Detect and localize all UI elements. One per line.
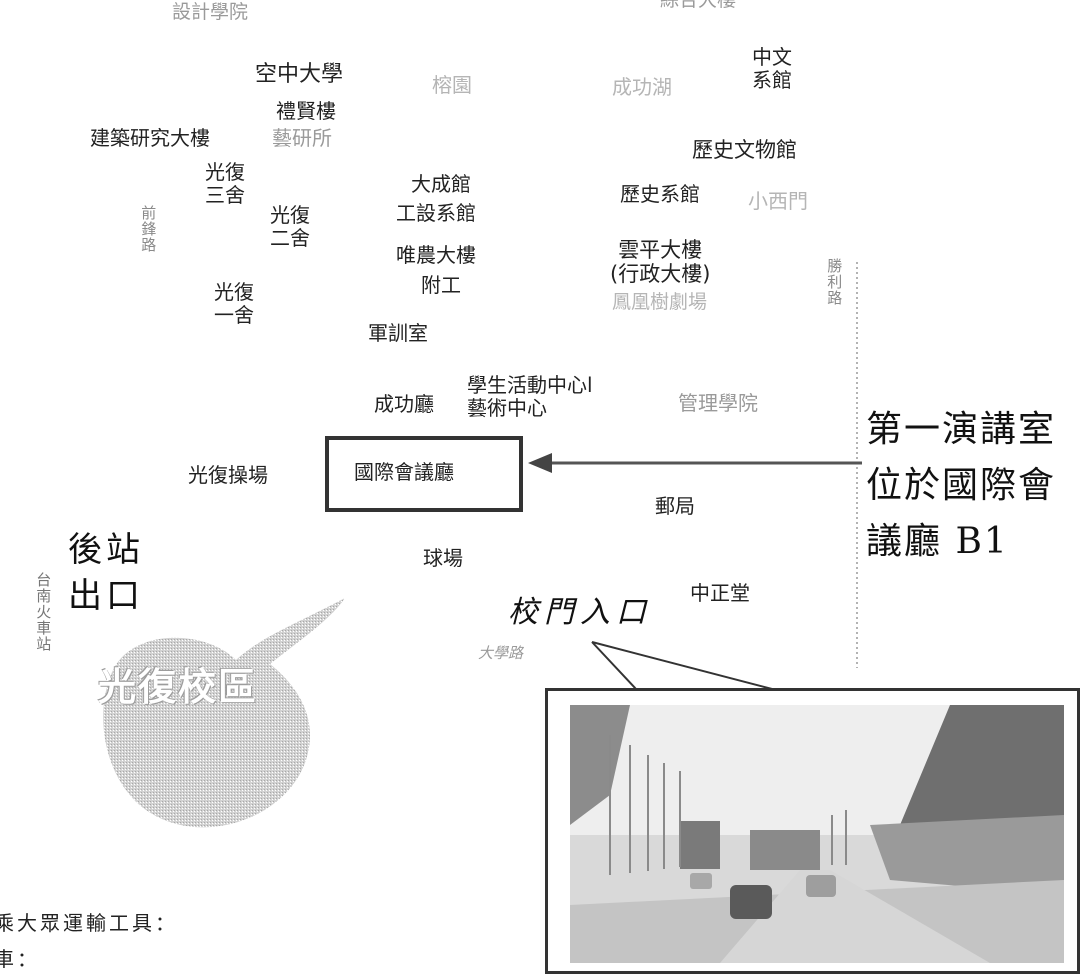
guangfu-field-label: 光復操場 <box>188 463 268 487</box>
west-gate-label: 小西門 <box>748 189 808 213</box>
ball-court-label: 球場 <box>423 546 463 570</box>
lixian-building-label: 禮賢樓 <box>276 99 336 123</box>
art-institute-label: 藝研所 <box>272 126 332 150</box>
guangfu-dorm1-label: 光復 一舍 <box>214 280 254 327</box>
guangfu-dorm2-label: 光復 二舍 <box>270 203 310 250</box>
guangfu-dorm3-label: 光復 三舍 <box>205 160 245 207</box>
open-university-label: 空中大學 <box>255 62 344 87</box>
student-center-label: 學生活動中心l 藝術中心 <box>467 373 593 420</box>
industrial-design-label: 工設系館 <box>396 201 476 225</box>
daxue-road-label: 大學路 <box>478 644 524 662</box>
intl-conference-hall-label: 國際會議廳 <box>354 460 454 484</box>
weinong-building-label: 唯農大樓 <box>396 243 476 267</box>
history-museum-label: 歷史文物館 <box>692 138 797 162</box>
conference-hall-highlight-box <box>325 436 523 512</box>
zhongzheng-hall-label: 中正堂 <box>690 581 750 605</box>
transit-heading: 乘大眾運輸工具： <box>0 911 178 935</box>
dacheng-hall-label: 大成館 <box>411 172 471 196</box>
transit-line2: 車： <box>0 947 40 971</box>
lecture-room-callout: 第一演講室 位於國際會 議廳 B1 <box>866 409 1057 562</box>
campus-name-label: 光復校區 <box>98 665 259 709</box>
left-road-label: 前鋒路 <box>139 205 158 253</box>
phoenix-theater-label: 鳳凰樹劇場 <box>612 291 708 313</box>
affiliated-vocational-label: 附工 <box>421 273 461 297</box>
guangfu-campus-blob <box>103 598 345 828</box>
gate-photo-frame <box>545 688 1080 974</box>
station-label: 台南火車站 <box>34 572 53 652</box>
back-exit-label: 後站 出口 <box>68 530 144 616</box>
gate-callout-leader-2 <box>591 641 773 690</box>
chenggong-hall-label: 成功廳 <box>374 392 434 416</box>
banyan-garden-label: 榕園 <box>432 73 472 97</box>
arch-research-building-label: 建築研究大樓 <box>90 126 210 150</box>
management-college-label: 管理學院 <box>678 391 758 415</box>
history-dept-label: 歷史系館 <box>620 182 700 206</box>
right-road-label: 勝利路 <box>825 258 844 306</box>
design-college-label: 設計學院 <box>172 1 249 23</box>
chenggong-lake-label: 成功湖 <box>612 75 672 99</box>
main-gate-label: 校門入口 <box>508 595 652 630</box>
pointer-arrow-head <box>528 453 552 473</box>
yunping-building-label: 雲平大樓 (行政大樓) <box>610 238 711 287</box>
post-office-label: 郵局 <box>655 494 695 518</box>
chinese-dept-label: 中文 系館 <box>752 45 792 92</box>
top-building-label: 綜合大樓 <box>660 0 737 11</box>
gate-photo <box>570 705 1064 963</box>
military-room-label: 軍訓室 <box>368 321 428 345</box>
